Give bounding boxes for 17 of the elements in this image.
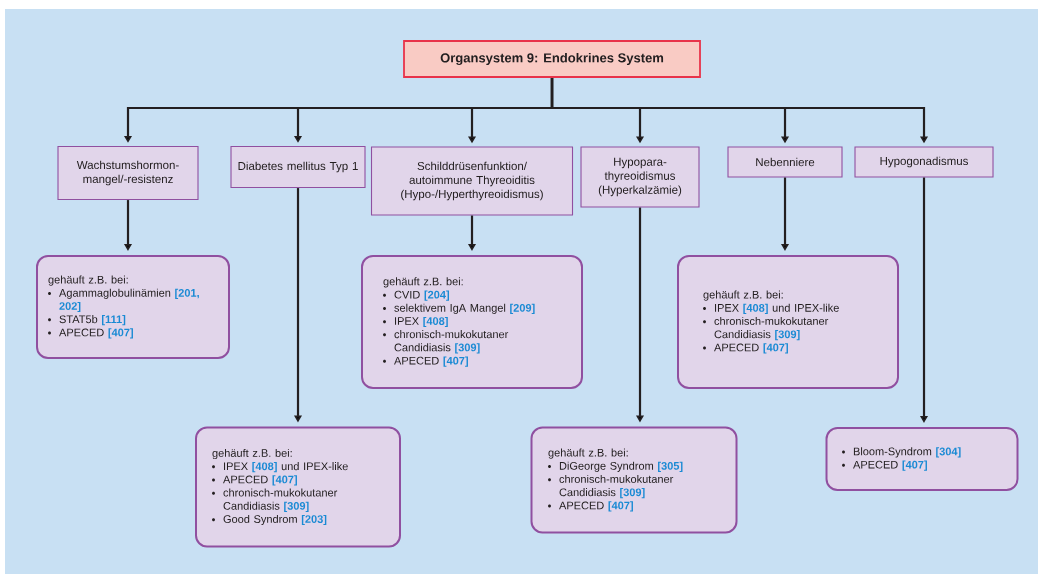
arrow [781, 177, 790, 251]
arrow [468, 215, 477, 251]
rounded-box: gehäuft z.B. bei: Agammaglobulinämien [201, 202] STAT5b [111] APECED [407] [36, 255, 230, 359]
category-box: Hypogonadismus [854, 146, 994, 178]
arrow [124, 200, 133, 251]
category-box: Hypopara-thyreoidismus (Hyperkalzämie) [580, 146, 700, 208]
rounded-box: gehäuft z.B. bei: DiGeorge Syndrom [305] chronisch-mukokutaner Candidiasis [309] APECED [407] [530, 426, 738, 534]
category-box: Wachstumshormon-mangel/-resistenz [57, 145, 199, 201]
rounded-box: gehäuft z.B. bei: IPEX [408] und IPEX-like chronisch-mukokutaner Candidiasis [309] APECED [407] [677, 255, 899, 389]
category-box: Nebenniere [727, 146, 843, 178]
title-box: Organsystem 9: Endokrines System [403, 40, 701, 78]
category-box: Diabetes mellitus Typ 1 [230, 145, 366, 189]
rounded-box: gehäuft z.B. bei: IPEX [408] und IPEX-like APECED [407] chronisch-mukokutaner Candidiasis [309] Good Syndrom [203] [195, 426, 401, 548]
rounded-box: gehäuft z.B. bei: CVID [204] selektivem IgA Mangel [209] IPEX [408] chronisch-mukokutaner Candidiasis [309] APECED [407] [361, 255, 583, 389]
rounded-box: Bloom-Syndrom [304] APECED [407] [825, 427, 1019, 491]
category-box: Schilddrüsenfunktion/ autoimmune Thyreoiditis (Hypo-/Hyperthyreoidismus) [370, 146, 574, 216]
arrow [920, 177, 929, 423]
